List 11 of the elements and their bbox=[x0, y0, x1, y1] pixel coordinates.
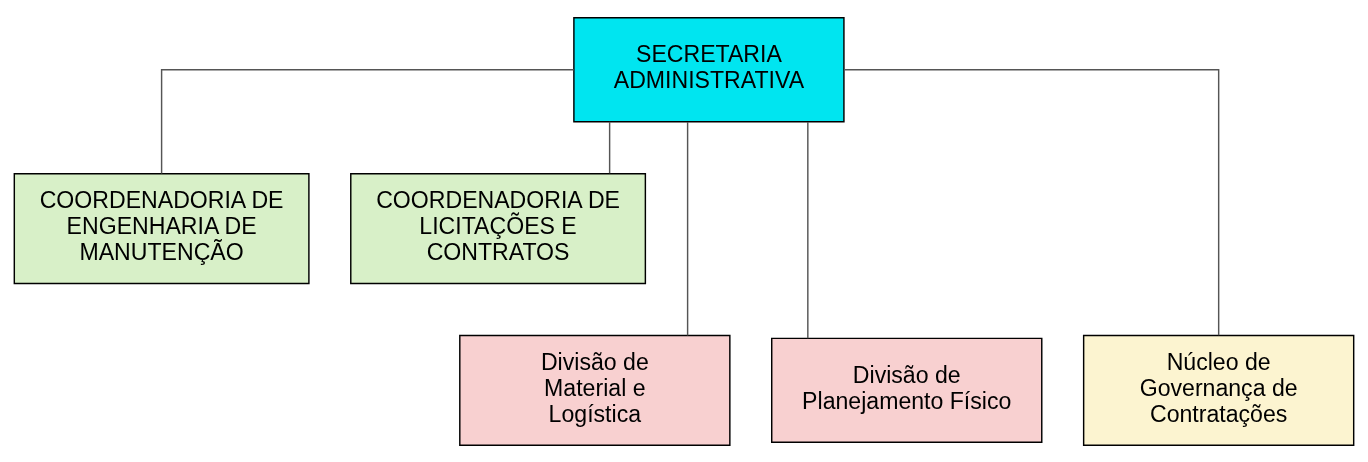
connector bbox=[160, 68, 575, 174]
connector bbox=[843, 68, 1220, 336]
node-box: SECRETARIA ADMINISTRATIVA bbox=[573, 16, 845, 122]
node-box: COORDENADORIA DE LICITAÇÕES E CONTRATOS bbox=[350, 172, 647, 284]
node-box: Divisão de Material e Logística bbox=[459, 334, 731, 446]
connector bbox=[807, 120, 809, 339]
node-box: Núcleo de Governança de Contratações bbox=[1082, 334, 1355, 446]
node-box: COORDENADORIA DE ENGENHARIA DE MANUTENÇÃO bbox=[13, 172, 310, 284]
node-box: Divisão de Planejamento Físico bbox=[771, 337, 1043, 443]
connector bbox=[608, 120, 611, 174]
connector bbox=[686, 120, 689, 336]
